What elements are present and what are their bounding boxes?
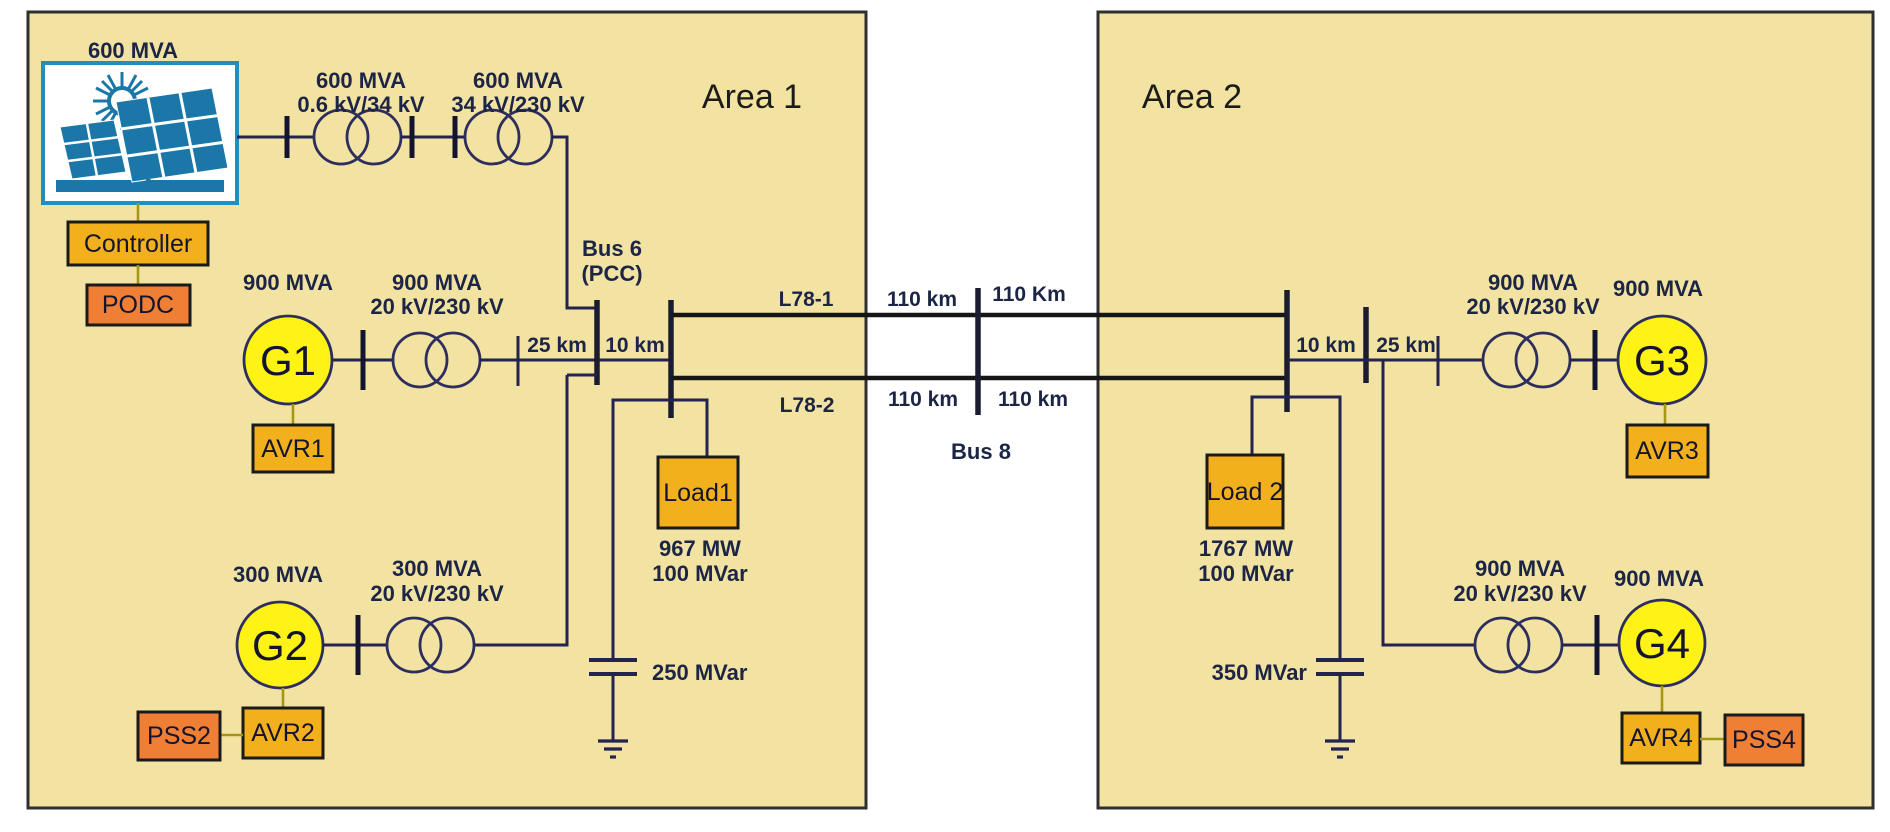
bus6-label-line2: (PCC)	[581, 261, 642, 286]
g1-rating: 900 MVA	[243, 270, 333, 295]
g2-riser-wire	[474, 373, 597, 647]
load1-shunt-wire	[611, 398, 709, 658]
ground-symbol	[598, 739, 628, 759]
area1-25km-label: 25 km	[527, 334, 587, 357]
pv-hv-xfmr-ratio: 34 kV/230 kV	[451, 92, 585, 117]
g4-rating: 900 MVA	[1614, 566, 1704, 591]
pv-plant: 600 MVA Cont	[41, 38, 239, 327]
avr3-box	[1625, 423, 1710, 479]
g3-name: G3	[1634, 337, 1690, 384]
generator-g3	[1616, 314, 1708, 406]
pss2-box	[136, 710, 222, 762]
l78-1-seg2-length: 110 Km	[992, 283, 1066, 306]
area2-buses: 10 km 25 km	[1284, 290, 1446, 412]
pv-lv-xfmr-rating: 600 MVA	[316, 68, 406, 93]
generator-g4-branch: 900 MVA 20 kV/230 kV 900 MVA G4 AVR4 PSS…	[1381, 360, 1805, 767]
pv-feeder: 600 MVA 0.6 kV/34 kV 600 MVA 34 kV/230 k…	[237, 68, 597, 310]
t3-ratio: 20 kV/230 kV	[1466, 294, 1600, 319]
area2-title: Area 2	[1142, 78, 1242, 116]
pv-to-bus6-wire	[552, 135, 597, 310]
t2-rating: 300 MVA	[392, 556, 482, 581]
t4-ratio: 20 kV/230 kV	[1453, 581, 1587, 606]
cap1-rating: 250 MVar	[652, 660, 748, 685]
generator-g3-branch: 900 MVA 20 kV/230 kV 900 MVA G3 AVR3	[1446, 270, 1710, 479]
avr3-label: AVR3	[1635, 437, 1698, 465]
area2-box	[1096, 10, 1875, 810]
t4-rating: 900 MVA	[1475, 556, 1565, 581]
t3-rating: 900 MVA	[1488, 270, 1578, 295]
pv-lv-xfmr-ratio: 0.6 kV/34 kV	[297, 92, 425, 117]
ground-symbol	[1325, 739, 1355, 759]
load1-mw: 967 MW	[659, 536, 741, 561]
l78-2-seg1-length: 110 km	[888, 388, 958, 411]
avr1-box	[251, 423, 335, 474]
pv-rating-label: 600 MVA	[88, 38, 178, 63]
load1-mvar: 100 MVar	[652, 561, 748, 586]
g4-name: G4	[1634, 620, 1690, 667]
tie-lines: L78-1 110 km 110 Km L78-2 110 km 110 km …	[671, 283, 1287, 464]
podc-label: PODC	[102, 291, 174, 319]
bus6-pcc: Bus 6 (PCC) 25 km 10 km	[527, 236, 665, 385]
load1-label: Load1	[663, 479, 733, 507]
load1-box	[656, 455, 740, 530]
avr2-box	[241, 706, 325, 760]
g2-name: G2	[252, 622, 308, 669]
bus6-label-line1: Bus 6	[582, 236, 642, 261]
area1-title: Area 1	[702, 78, 802, 116]
t2-ratio: 20 kV/230 kV	[370, 581, 504, 606]
l78-2-seg2-length: 110 km	[998, 388, 1068, 411]
load2-mvar: 100 MVar	[1198, 561, 1294, 586]
load2-box	[1205, 453, 1285, 530]
load2-mw: 1767 MW	[1199, 536, 1293, 561]
generator-g1-branch: 900 MVA G1 900 MVA 20 kV/230 kV AVR1	[242, 270, 671, 474]
controller-box	[66, 220, 210, 267]
load1-branch: Load1 967 MW 100 MVar 250 MVar	[589, 398, 748, 759]
generator-g2-branch: 300 MVA G2 300 MVA 20 kV/230 kV AVR2 PSS…	[136, 373, 597, 762]
g1-name: G1	[260, 337, 316, 384]
pss2-label: PSS2	[147, 722, 211, 750]
t1-rating: 900 MVA	[392, 270, 482, 295]
area2-10km-label: 10 km	[1296, 334, 1356, 357]
area1-10km-label: 10 km	[605, 334, 665, 357]
load2-shunt-wire	[1250, 395, 1342, 658]
avr2-label: AVR2	[251, 719, 314, 747]
l78-1-seg1-length: 110 km	[887, 288, 957, 311]
g3-rating: 900 MVA	[1613, 276, 1703, 301]
shunt-capacitor-350	[1316, 658, 1364, 759]
avr1-label: AVR1	[261, 435, 324, 463]
l78-1-label: L78-1	[779, 288, 834, 311]
podc-box	[85, 283, 192, 327]
transformer-t2	[385, 616, 476, 674]
load2-label: Load 2	[1207, 478, 1283, 506]
solar-panel-icon	[56, 72, 229, 192]
load2-branch: Load 2 1767 MW 100 MVar 350 MVar	[1198, 395, 1364, 759]
g4-riser-wire	[1381, 360, 1475, 647]
shunt-capacitor-250	[589, 658, 637, 759]
area2-25km-label: 25 km	[1376, 334, 1436, 357]
controller-label: Controller	[84, 230, 192, 258]
pv-hv-xfmr-rating: 600 MVA	[473, 68, 563, 93]
pss4-label: PSS4	[1732, 726, 1796, 754]
bus8-label: Bus 8	[951, 439, 1011, 464]
cap2-rating: 350 MVar	[1212, 660, 1308, 685]
avr4-label: AVR4	[1629, 724, 1693, 752]
l78-2-label: L78-2	[780, 394, 835, 417]
t1-ratio: 20 kV/230 kV	[370, 294, 504, 319]
g2-rating: 300 MVA	[233, 562, 323, 587]
pss4-box	[1723, 713, 1805, 767]
